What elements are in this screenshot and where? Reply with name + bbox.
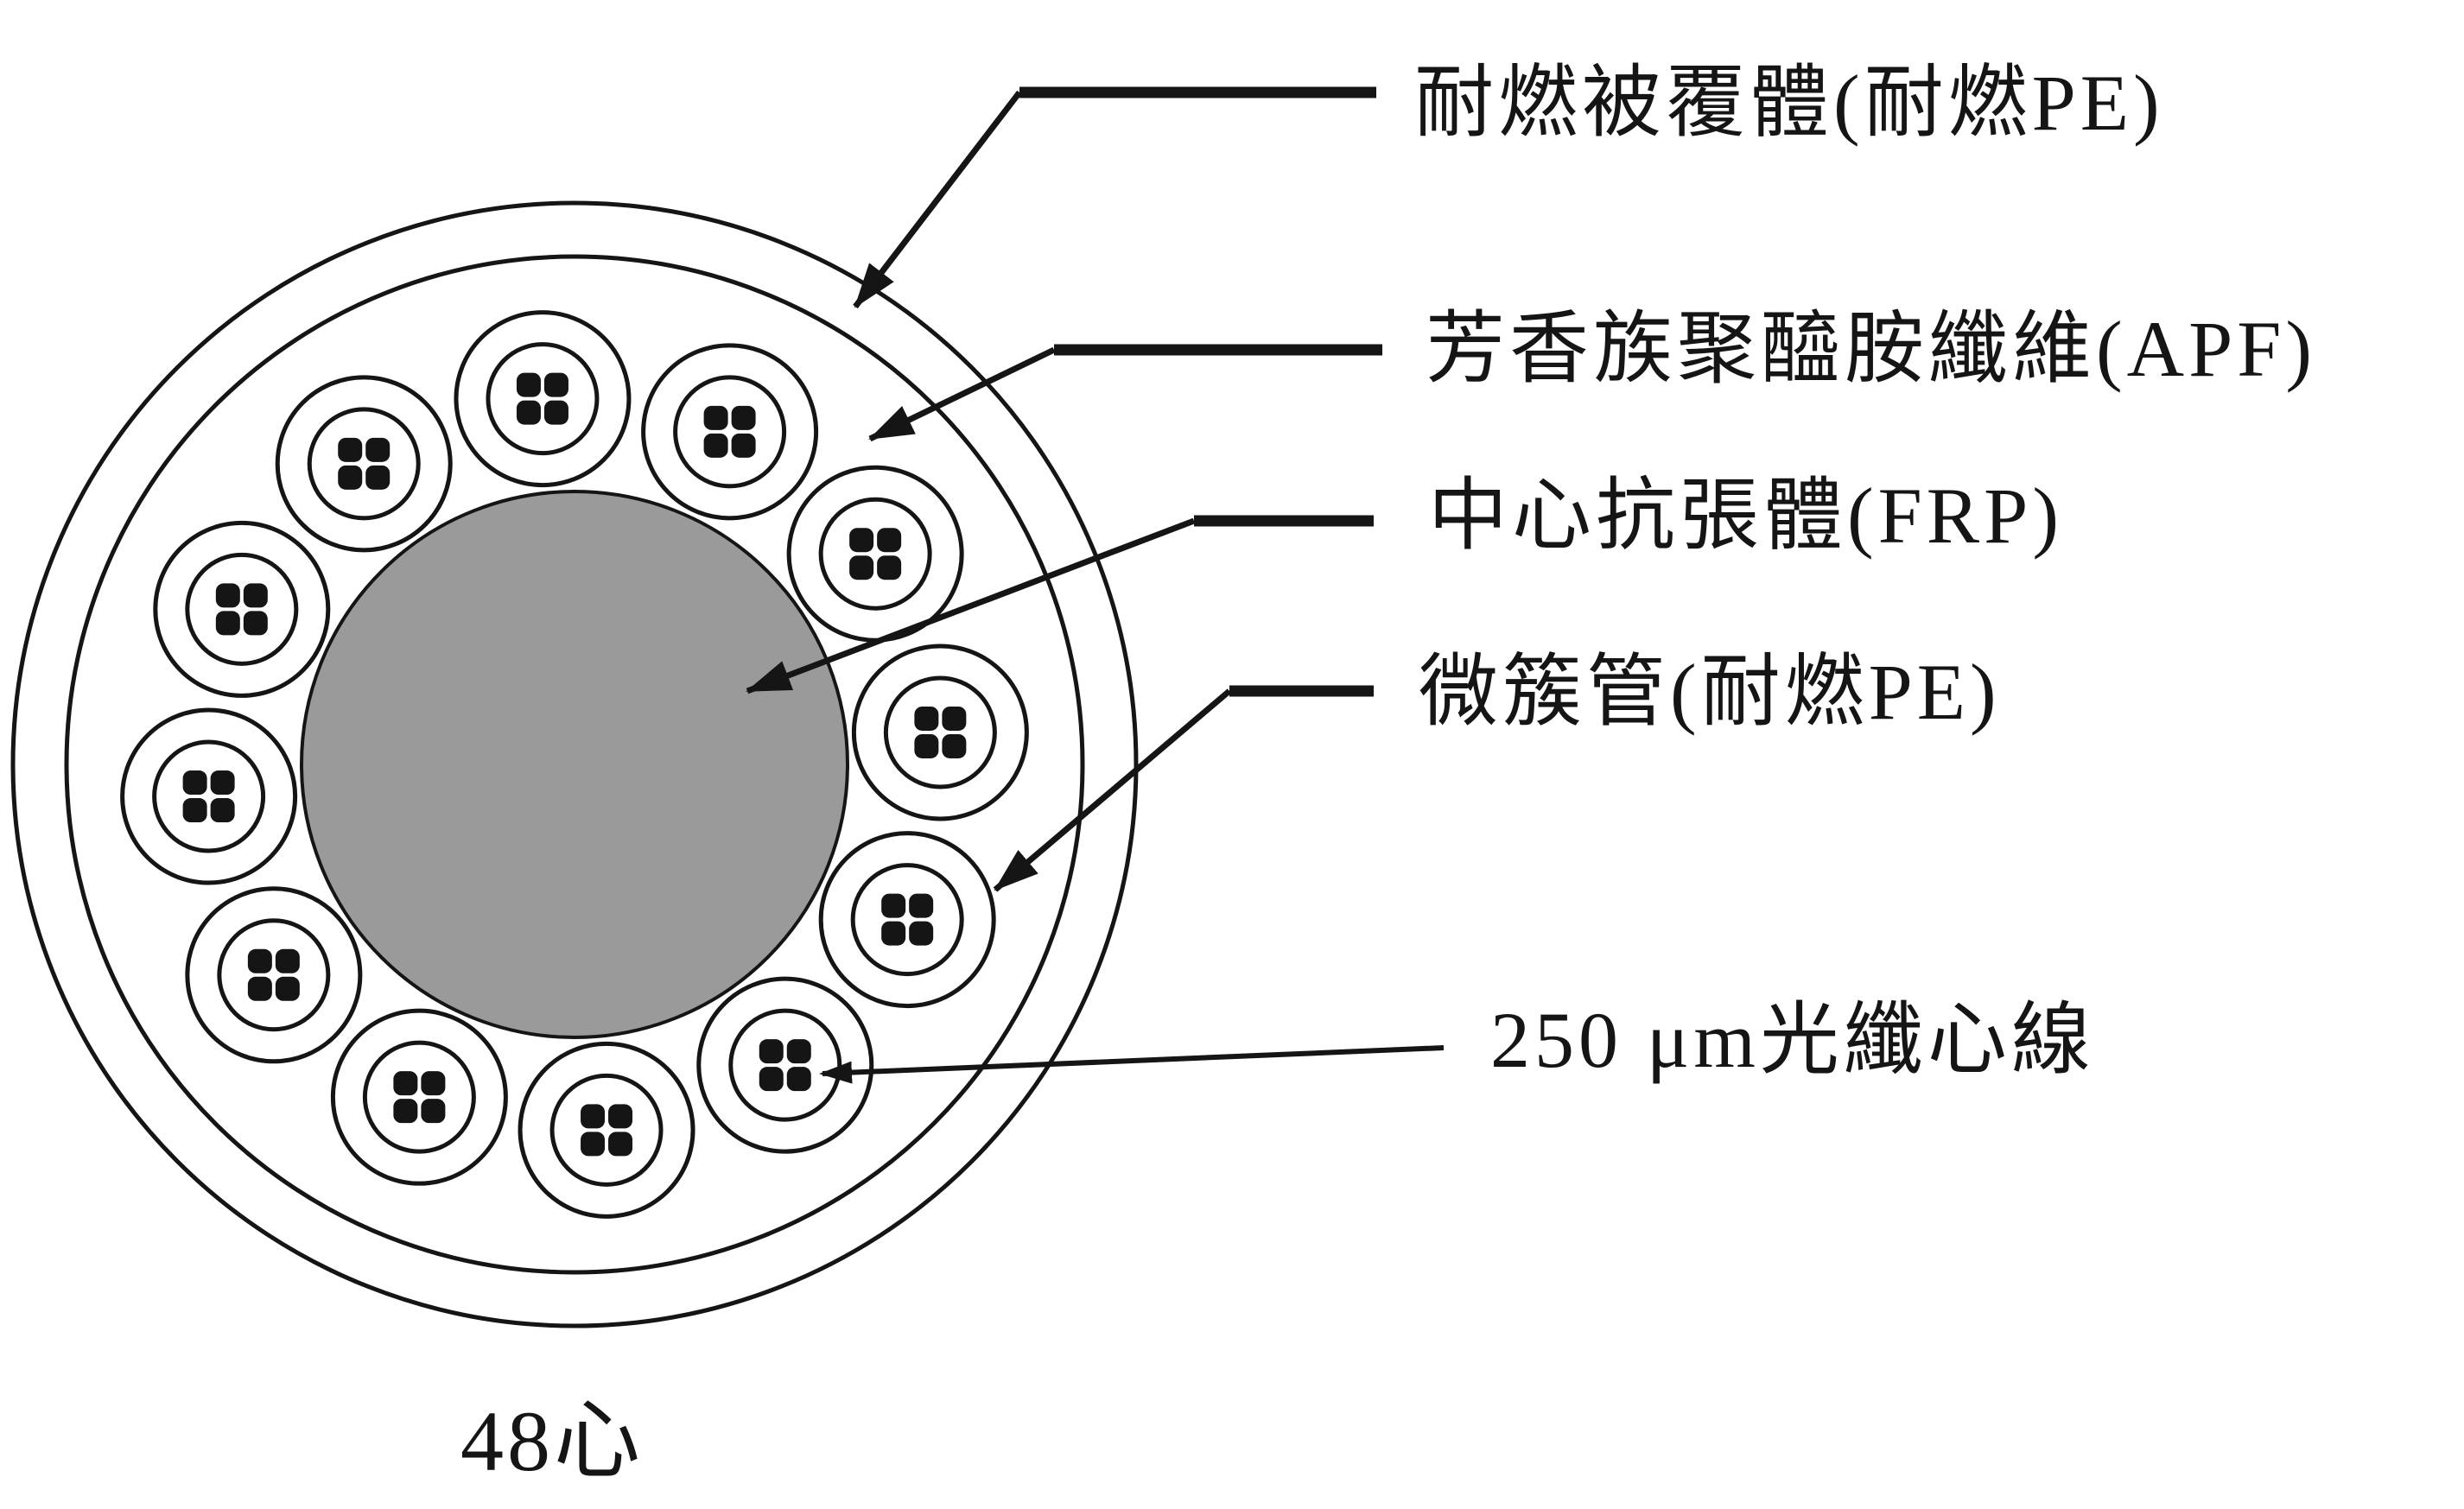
leader-line-fiber [819,1045,1445,1084]
fiber-tube [185,886,363,1064]
leader-tube-arrow [993,688,1232,892]
leader-jacket-arrow [853,90,1022,309]
optical-fiber-dot [581,1132,606,1157]
optical-fiber-dot [877,528,902,553]
fiber-tube [696,976,874,1154]
optical-fiber-dot [182,770,207,796]
optical-fiber-dot [275,948,300,973]
tube-inner-circle [217,918,331,1032]
optical-fiber-dot [243,611,268,636]
tube-inner-circle [728,1008,842,1122]
tube-layer [120,310,1029,1219]
optical-fiber-dot [365,465,391,490]
optical-fiber-dot [909,921,934,946]
optical-fiber-dot [703,433,728,458]
tube-inner-circle [307,407,421,521]
fiber-tube [275,375,453,553]
leader-line-tube [993,685,1374,892]
optical-fiber-dot [849,528,874,553]
fiber-tube [818,831,996,1009]
optical-fiber-dot [215,583,240,608]
fiber-tube [641,343,819,521]
leader-frp-arrow [746,517,1196,694]
optical-fiber-dot [393,1099,418,1124]
tube-inner-circle [152,739,266,853]
label-jacket: 耐燃被覆體(耐燃PE) [1414,59,2164,147]
optical-fiber-dot [247,976,272,1001]
optical-fiber-dot [182,798,207,823]
optical-fiber-dot [703,405,728,430]
frp-center-circle [300,490,849,1039]
optical-fiber-dot [759,1067,784,1092]
optical-fiber-dot [759,1039,784,1064]
optical-fiber-dot [338,465,363,490]
optical-fiber-dot [215,611,240,636]
optical-fiber-dot [608,1104,633,1129]
optical-fiber-dot [516,372,541,397]
optical-fiber-dot [581,1104,606,1129]
optical-fiber-dot [393,1071,418,1096]
label-frp: 中心抗張體(FRP) [1428,472,2063,560]
optical-fiber-dot [914,706,939,731]
optical-fiber-dot [849,555,874,580]
optical-fiber-dot [877,555,902,580]
optical-fiber-dot [786,1067,811,1092]
optical-fiber-dot [881,921,906,946]
jacket-inner-circle [64,254,1085,1275]
optical-fiber-dot [421,1099,446,1124]
fiber-tube [786,465,964,643]
figure-caption: 48心 [460,1393,644,1489]
tube-inner-circle [818,497,932,611]
optical-fiber-dot [210,798,235,823]
tube-inner-circle [185,552,299,666]
tube-inner-circle [549,1073,664,1187]
optical-fiber-dot [914,733,939,758]
optical-fiber-dot [543,400,568,425]
optical-fiber-dot [210,770,235,796]
optical-fiber-dot [608,1132,633,1157]
leader-fiber-arrow [819,1045,1445,1084]
optical-fiber-dot [516,400,541,425]
optical-fiber-dot [338,437,363,462]
optical-fiber-dot [909,893,934,918]
optical-fiber-dot [275,976,300,1001]
optical-fiber-dot [786,1039,811,1064]
optical-fiber-dot [421,1071,446,1096]
optical-fiber-dot [881,893,906,918]
fiber-tube [851,644,1029,821]
optical-fiber-dot [247,948,272,973]
optical-fiber-dot [543,372,568,397]
optical-fiber-dot [731,405,756,430]
cable-body [10,200,1139,1328]
optical-fiber-dot [365,437,391,462]
optical-fiber-dot [243,583,268,608]
fiber-tube [454,310,632,488]
label-tube: 微簇管(耐燃PE) [1419,648,2001,736]
leader-line-jacket [853,86,1376,309]
tube-inner-circle [673,375,787,489]
leader-line-apf [868,344,1382,442]
tube-inner-circle [883,675,997,789]
tube-inner-circle [362,1040,476,1154]
tube-inner-circle [486,342,600,456]
jacket-outer-circle [10,200,1139,1328]
label-fiber: 250 μm光纖心線 [1490,996,2095,1084]
label-apf: 芳香族聚醯胺纖維(APF) [1426,305,2316,393]
optical-fiber-dot [942,733,967,758]
fiber-tube [120,707,298,885]
leader-line-frp [746,515,1374,694]
optical-fiber-dot [731,433,756,458]
fiber-tube [153,520,331,698]
leader-apf-arrow [868,346,1056,442]
tube-inner-circle [850,863,964,977]
optical-fiber-dot [942,706,967,731]
fiber-tube [330,1008,508,1186]
fiber-tube [518,1041,695,1219]
